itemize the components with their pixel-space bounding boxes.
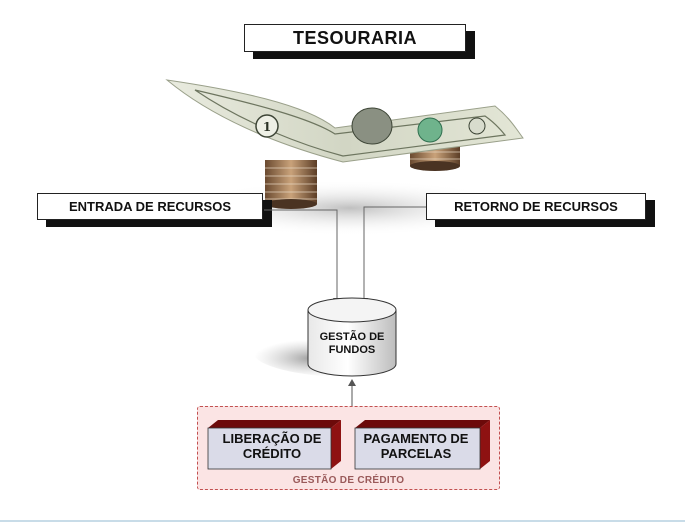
dollar-bill-icon: 1 — [165, 79, 524, 236]
liberacao-credito-label: LIBERAÇÃO DE CRÉDITO — [222, 431, 322, 461]
title-box: TESOURARIA — [244, 24, 466, 52]
credit-management-label: GESTÃO DE CRÉDITO — [292, 475, 405, 486]
retorno-recursos-box: RETORNO DE RECURSOS — [426, 193, 646, 220]
entrada-connector — [264, 209, 341, 305]
entrada-recursos-label: ENTRADA DE RECURSOS — [68, 199, 232, 214]
entrada-recursos-box: ENTRADA DE RECURSOS — [37, 193, 263, 220]
footer-divider — [0, 520, 685, 522]
liberacao-credito-block — [207, 420, 341, 470]
retorno-connector — [360, 206, 426, 305]
money-illustration: 1 — [165, 68, 525, 238]
svg-text:1: 1 — [263, 120, 271, 134]
pagamento-parcelas-block — [354, 420, 490, 470]
retorno-recursos-label: RETORNO DE RECURSOS — [454, 199, 618, 214]
fund-store-label: GESTÃO DE FUNDOS — [319, 331, 385, 356]
page-title: TESOURARIA — [292, 28, 417, 48]
fund-store-cylinder — [307, 297, 397, 377]
pagamento-parcelas-label: PAGAMENTO DE PARCELAS — [363, 431, 469, 461]
